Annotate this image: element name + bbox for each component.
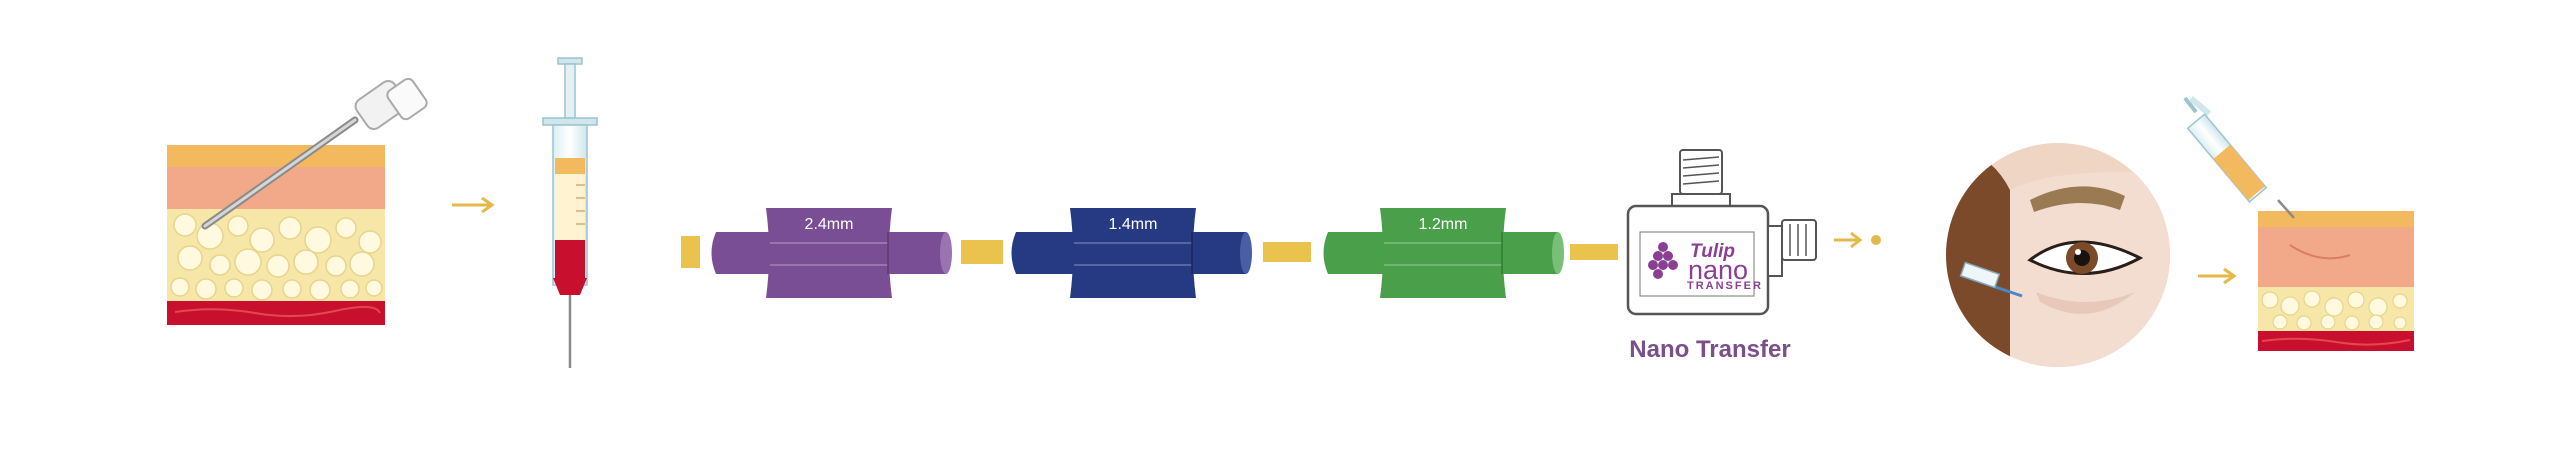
connector-2-4mm (711, 208, 952, 298)
injection-syringe (2183, 95, 2295, 219)
connector-1-2mm-label: 1.2mm (1418, 216, 1468, 233)
device-product: nano (1688, 255, 1749, 285)
gold-spacer (961, 240, 1003, 264)
connector-2-4mm-label: 2.4mm (804, 216, 854, 233)
syringe-harvest (542, 57, 598, 368)
device-caption: Nano Transfer (1629, 336, 1791, 363)
arrow-3 (2198, 267, 2237, 285)
device-subtitle: TRANSFER (1687, 280, 1763, 292)
nano-transfer-device (1626, 149, 1817, 316)
device-brand: Tulip (1690, 241, 1736, 262)
arrow-2 (1834, 231, 1881, 249)
gold-spacer (1570, 244, 1618, 260)
liposuction-cannula (201, 77, 428, 230)
tulip-logo-icon (1648, 242, 1678, 279)
connector-1-4mm (1011, 208, 1252, 298)
skin-section-harvest (167, 77, 428, 325)
transfer-connector-chain (681, 208, 1618, 298)
eye-injection-illustration (1946, 143, 2170, 367)
skin-section-injection (2183, 95, 2414, 351)
fat-cells (170, 213, 383, 301)
arrow-1 (452, 196, 495, 214)
connector-1-4mm-label: 1.4mm (1108, 216, 1158, 233)
connector-1-2mm (1323, 208, 1564, 298)
gold-spacer (681, 236, 700, 268)
gold-spacer (1263, 242, 1311, 262)
